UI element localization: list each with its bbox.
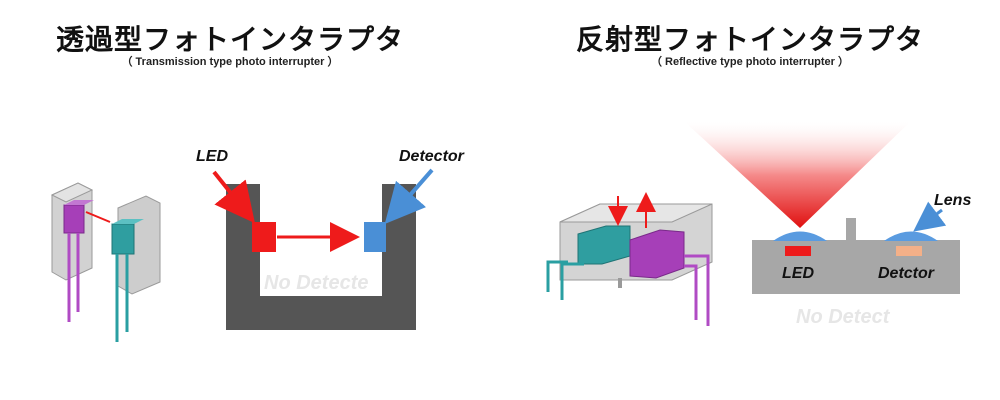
transmission-led-label: LED [196,148,228,165]
transmission-title: 透過型フォトインタラプタ [55,23,404,56]
reflective-cross-section [685,122,960,294]
transmission-led-block [252,222,276,252]
reflective-detector-label: Detctor [878,265,935,282]
transmission-detector-block [364,222,386,252]
reflective-beam [685,122,910,228]
reflective-lens-label: Lens [934,192,972,209]
reflective-ghost-text: No Detect [796,306,890,328]
reflective-subtitle: （ Reflective type photo interrupter ） [650,56,850,68]
reflective-device-3d [546,192,713,326]
transmission-cross-section [212,168,434,330]
reflective-detector-chip [896,246,922,256]
reflective-led-chip [785,246,811,256]
transmission-ghost-text: No Detecte [264,272,369,294]
reflective-led-lens [773,231,827,241]
transmission-detector-label: Detector [399,148,464,165]
transmission-device-3d [50,182,161,342]
reflective-led-label: LED [782,265,814,282]
transmission-subtitle: （ Transmission type photo interrupter ） [121,56,339,68]
reflective-title: 反射型フォトインタラプタ [575,23,924,56]
reflective-detector-lens [884,231,938,241]
